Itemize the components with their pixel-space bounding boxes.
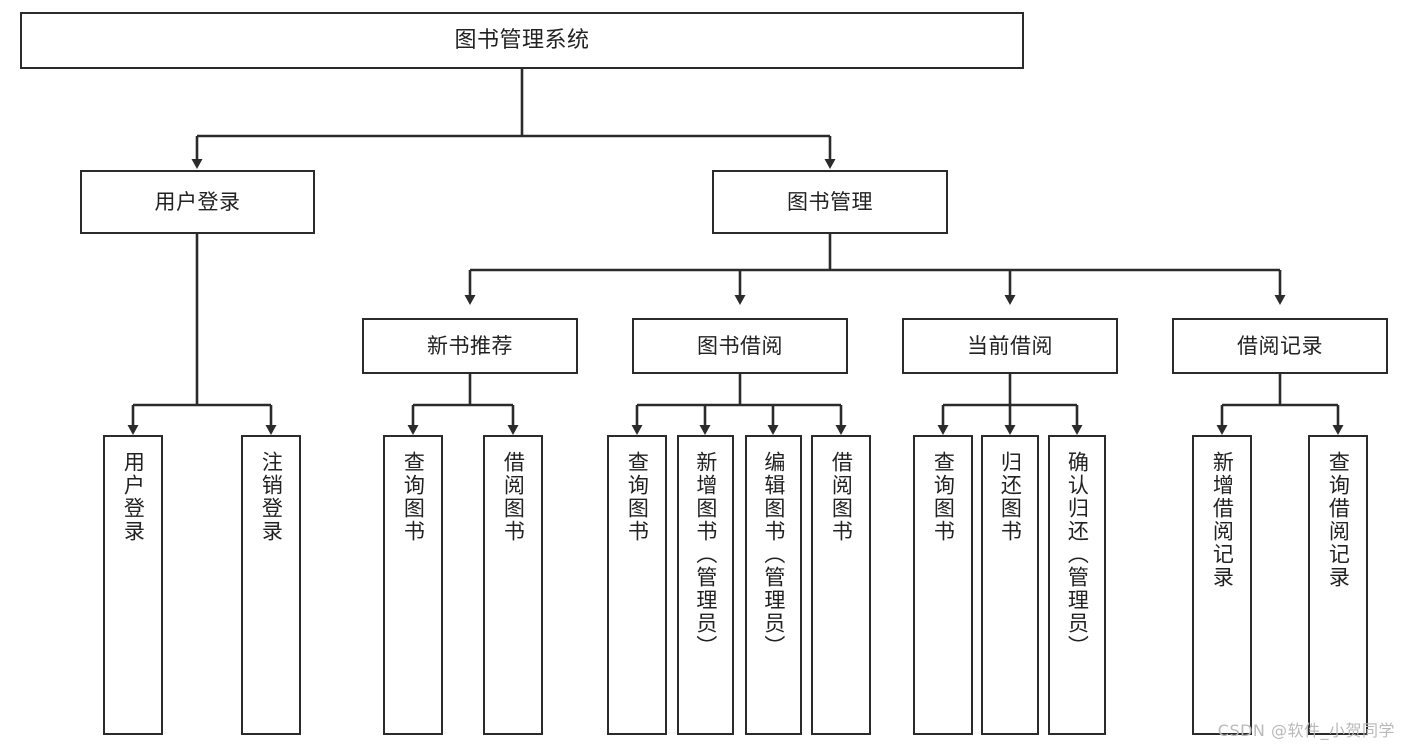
node-leaf-edit-book-label: 编辑图书（管理员）: [761, 451, 786, 658]
node-leaf-logout-label: 注销登录: [259, 451, 284, 543]
node-leaf-add-record[interactable]: 新增借阅记录: [1192, 435, 1252, 735]
node-user-login-label: 用户登录: [154, 189, 241, 214]
node-book-manage-label: 图书管理: [787, 189, 873, 214]
node-book-borrow-label: 图书借阅: [697, 333, 783, 358]
node-leaf-add-book[interactable]: 新增图书（管理员）: [677, 435, 734, 735]
node-leaf-borrow-book-2-label: 借阅图书: [829, 451, 854, 543]
node-leaf-borrow-book-2[interactable]: 借阅图书: [811, 435, 871, 735]
node-borrow-record-label: 借阅记录: [1237, 333, 1323, 358]
node-current-borrow[interactable]: 当前借阅: [902, 318, 1118, 374]
node-leaf-borrow-book-1-label: 借阅图书: [501, 451, 526, 543]
node-leaf-query-book-1[interactable]: 查询图书: [383, 435, 443, 735]
node-leaf-confirm-return[interactable]: 确认归还（管理员）: [1048, 435, 1106, 735]
watermark: CSDN @软件_小贺同学: [1217, 721, 1395, 740]
node-leaf-user-login-label: 用户登录: [121, 451, 146, 543]
node-leaf-return-book-label: 归还图书: [998, 451, 1023, 543]
node-book-borrow[interactable]: 图书借阅: [632, 318, 848, 374]
node-leaf-logout[interactable]: 注销登录: [241, 435, 301, 735]
node-leaf-query-book-3-label: 查询图书: [931, 451, 956, 543]
node-leaf-return-book[interactable]: 归还图书: [981, 435, 1039, 735]
node-root-label: 图书管理系统: [454, 27, 590, 53]
node-leaf-query-book-1-label: 查询图书: [401, 451, 426, 543]
node-user-login[interactable]: 用户登录: [80, 170, 315, 234]
node-book-manage[interactable]: 图书管理: [712, 170, 948, 234]
node-leaf-confirm-return-label: 确认归还（管理员）: [1065, 451, 1090, 658]
node-leaf-add-book-label: 新增图书（管理员）: [693, 451, 718, 658]
node-leaf-user-login[interactable]: 用户登录: [103, 435, 163, 735]
node-leaf-borrow-book-1[interactable]: 借阅图书: [483, 435, 543, 735]
node-new-book-recommend-label: 新书推荐: [427, 333, 513, 358]
node-current-borrow-label: 当前借阅: [967, 333, 1053, 358]
node-leaf-query-book-2-label: 查询图书: [625, 451, 650, 543]
node-leaf-edit-book[interactable]: 编辑图书（管理员）: [745, 435, 802, 735]
node-borrow-record[interactable]: 借阅记录: [1172, 318, 1388, 374]
node-leaf-query-record[interactable]: 查询借阅记录: [1308, 435, 1368, 735]
node-new-book-recommend[interactable]: 新书推荐: [362, 318, 578, 374]
node-leaf-query-book-2[interactable]: 查询图书: [607, 435, 667, 735]
node-root[interactable]: 图书管理系统: [20, 12, 1024, 69]
node-leaf-query-book-3[interactable]: 查询图书: [913, 435, 973, 735]
node-leaf-query-record-label: 查询借阅记录: [1326, 451, 1351, 589]
node-leaf-add-record-label: 新增借阅记录: [1210, 451, 1235, 589]
